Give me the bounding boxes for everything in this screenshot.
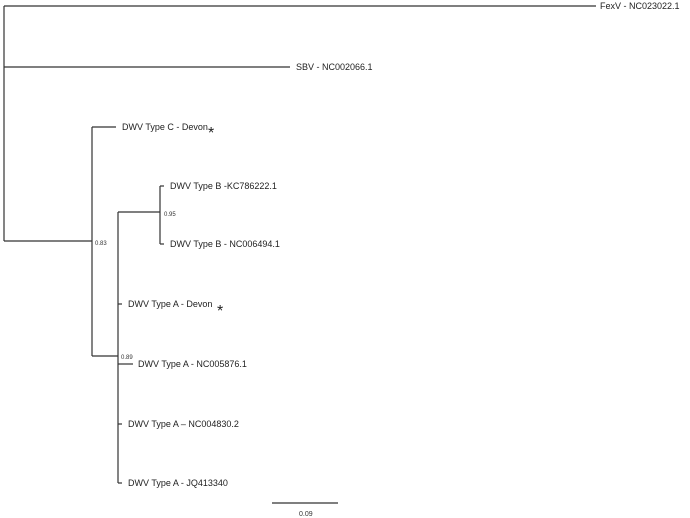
asterisk-marker: * xyxy=(208,125,214,142)
asterisk-marker: * xyxy=(217,303,223,320)
taxon-label: SBV - NC002066.1 xyxy=(296,62,373,72)
taxon-label: DWV Type B -KC786222.1 xyxy=(170,181,277,191)
taxon-label: DWV Type A - JQ413340 xyxy=(128,478,228,488)
taxon-label: DWV Type B - NC006494.1 xyxy=(170,239,280,249)
support-value: 0.95 xyxy=(164,212,176,218)
taxon-label: DWV Type A - NC005876.1 xyxy=(138,359,247,369)
support-value: 0.83 xyxy=(95,241,107,247)
support-value: 0.89 xyxy=(121,355,133,361)
taxon-label: DWV Type A - Devon xyxy=(128,299,212,309)
taxon-label: DWV Type A – NC004830.2 xyxy=(128,419,239,429)
scale-bar-label: 0.09 xyxy=(299,511,313,518)
taxon-label: FexV - NC023022.1 xyxy=(600,1,680,11)
taxon-label: DWV Type C - Devon xyxy=(122,122,208,132)
